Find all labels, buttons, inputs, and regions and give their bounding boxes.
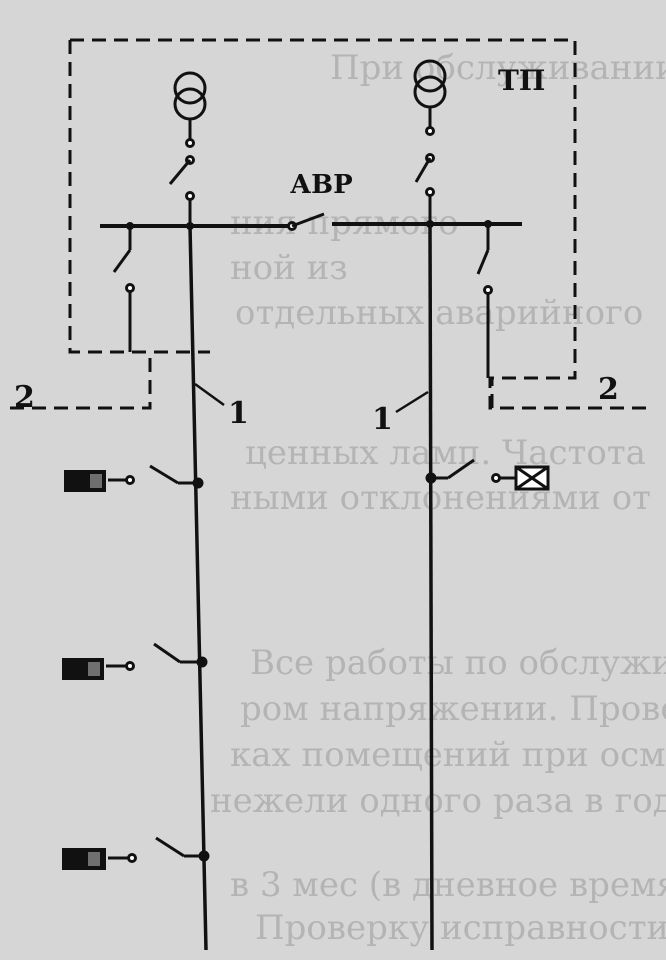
line-number-right: 1 bbox=[372, 402, 393, 437]
lighting-line-right bbox=[428, 223, 434, 951]
transformer-left bbox=[173, 71, 207, 148]
substation-boundary bbox=[10, 38, 652, 410]
lamp-branch bbox=[108, 464, 204, 489]
leader-right bbox=[395, 390, 429, 414]
lamp-branch bbox=[108, 836, 210, 863]
lighting-line-left bbox=[188, 225, 208, 951]
leader-left bbox=[194, 382, 225, 407]
lamp-branch bbox=[106, 642, 208, 671]
emergency-lamp-right bbox=[514, 465, 550, 491]
transformer-right bbox=[413, 59, 447, 136]
avr-label: АВР bbox=[290, 170, 353, 200]
lamp-left-3 bbox=[62, 848, 106, 870]
incomer-switch-left bbox=[168, 155, 195, 228]
feeder-number-left: 2 bbox=[14, 380, 35, 415]
lamp-left-1 bbox=[64, 470, 106, 492]
feeder-number-right: 2 bbox=[598, 372, 619, 407]
lamp-branch bbox=[425, 458, 516, 484]
feeder-switch-right bbox=[476, 224, 493, 378]
avr-bus-section-switch bbox=[287, 212, 325, 231]
line-number-left: 1 bbox=[228, 396, 249, 431]
substation-label: ТП bbox=[498, 64, 546, 97]
lamp-left-2 bbox=[62, 658, 104, 680]
feeder-switch-left bbox=[112, 226, 135, 352]
incomer-switch-right bbox=[414, 153, 435, 226]
